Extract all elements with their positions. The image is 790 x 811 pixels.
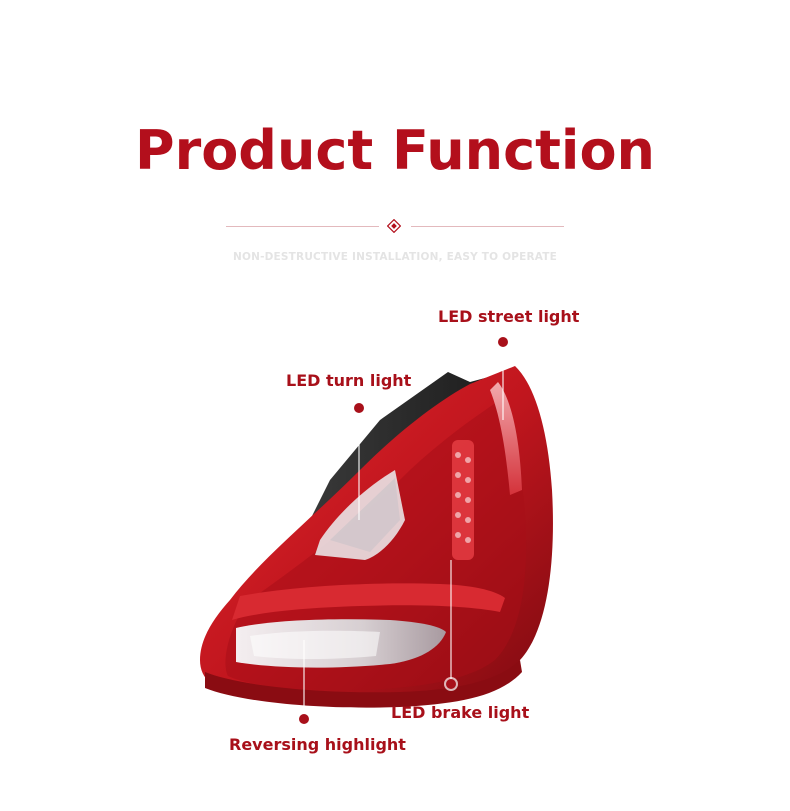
callout-reversing-highlight: Reversing highlight (229, 735, 406, 754)
subtitle: NON-DESTRUCTIVE INSTALLATION, EASY TO OP… (232, 251, 558, 263)
led-brake-bar (452, 440, 474, 560)
divider-line-left (226, 226, 379, 227)
divider-line-right (411, 226, 564, 227)
page-title: Product Function (135, 119, 655, 182)
callout-led-turn-light: LED turn light (286, 371, 412, 390)
callout-led-street-light: LED street light (438, 307, 580, 326)
callout-led-brake-light: LED brake light (391, 703, 530, 722)
callout-dots (297, 335, 510, 726)
diamond-icon (387, 219, 401, 233)
